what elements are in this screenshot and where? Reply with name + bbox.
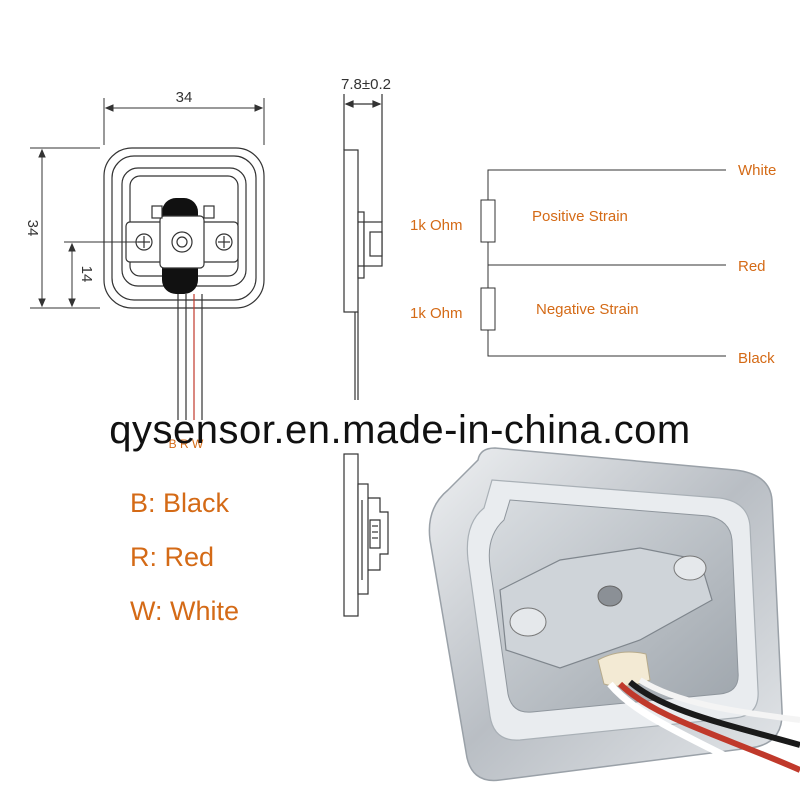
legend-black: B: Black <box>130 488 230 518</box>
sensor-outline <box>103 147 265 309</box>
height-label: 34 <box>24 220 41 237</box>
resistor-label-1: 1k Ohm <box>410 217 463 234</box>
wire-black-label: Black <box>738 350 775 367</box>
legend-white: W: White <box>130 596 240 626</box>
side-view-detail <box>343 453 389 617</box>
thickness-label: 7.8±0.2 <box>341 76 391 93</box>
resistor-negative <box>480 287 496 331</box>
wire-end-marks: B R W <box>169 437 204 451</box>
positive-strain-label: Positive Strain <box>532 208 628 225</box>
wire-white-label: White <box>738 162 776 179</box>
width-label: 34 <box>176 89 193 106</box>
circuit-schematic <box>480 169 726 357</box>
front-view <box>103 147 265 420</box>
side-view <box>343 94 383 400</box>
inner-label: 14 <box>78 266 95 283</box>
sensor-photo <box>428 447 800 794</box>
legend-red: R: Red <box>130 542 215 572</box>
inner-dimension <box>64 241 140 309</box>
width-dimension <box>103 98 265 145</box>
wire-red-label: Red <box>738 258 766 275</box>
negative-strain-label: Negative Strain <box>536 301 639 318</box>
resistor-positive <box>480 199 496 243</box>
resistor-label-2: 1k Ohm <box>410 305 463 322</box>
watermark: qysensor.en.made-in-china.com <box>109 408 691 452</box>
sensor-outline-inner <box>111 155 257 301</box>
